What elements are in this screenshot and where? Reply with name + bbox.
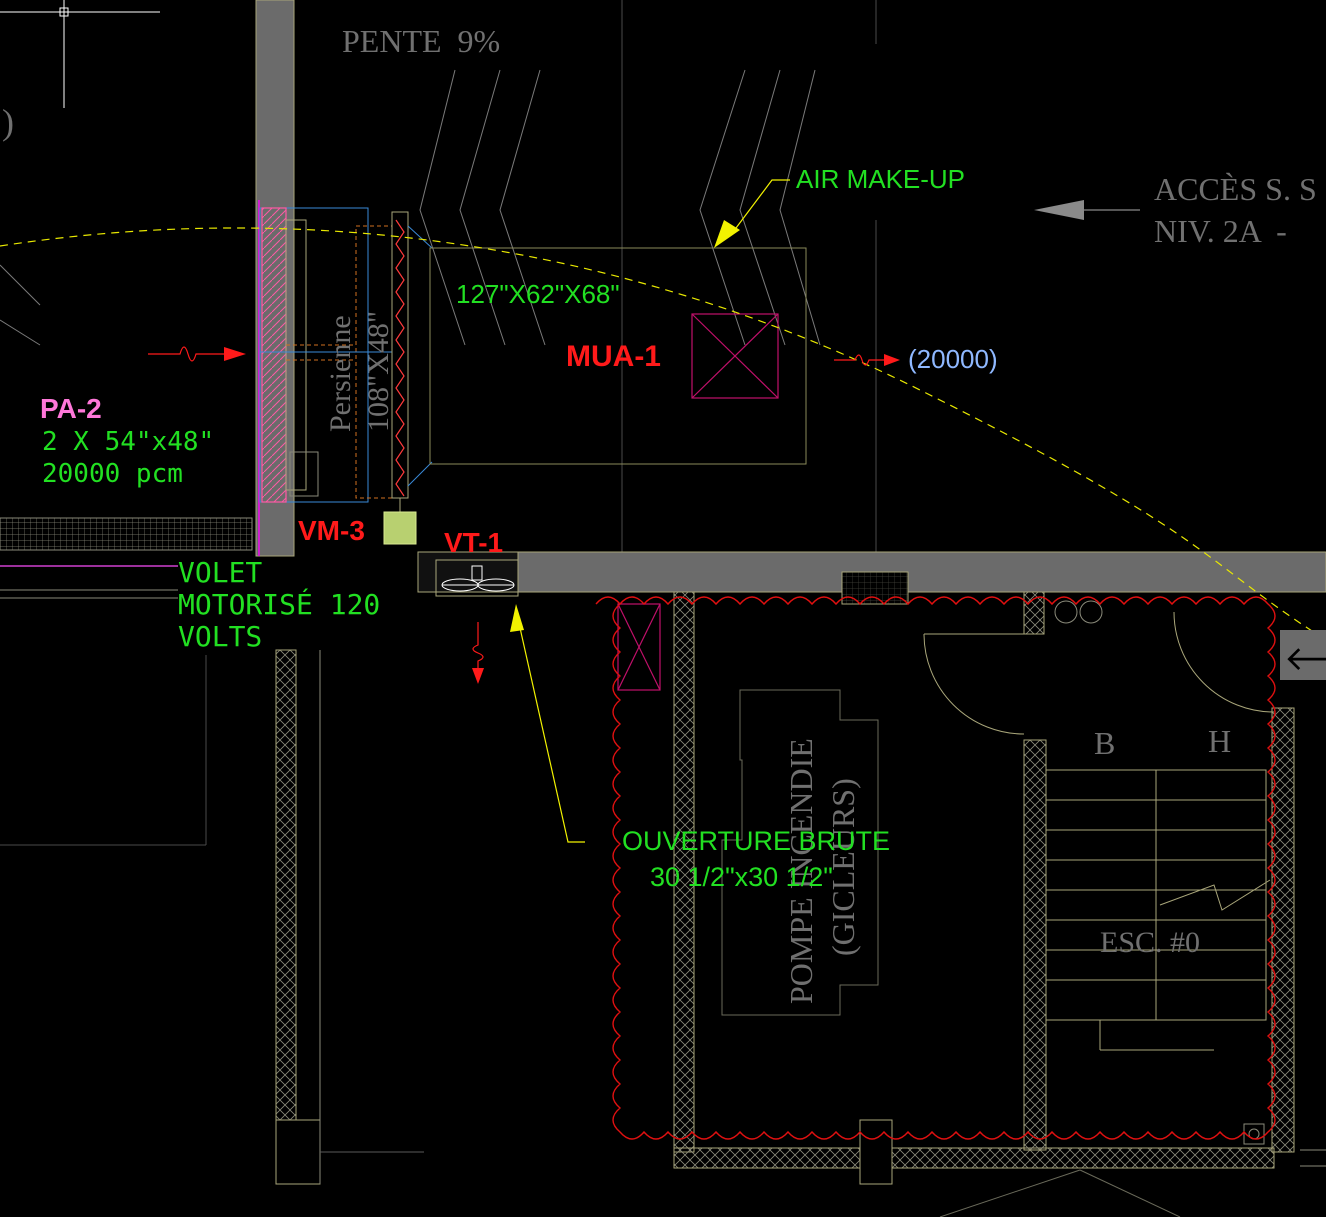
crosshair-cursor — [0, 0, 160, 108]
left-lower-wall — [0, 200, 424, 1185]
ouverture-line1: OUVERTURE BRUTE — [622, 826, 890, 856]
paren-label: ) — [2, 102, 14, 142]
vm3-label: VM-3 — [298, 515, 365, 546]
persienne-size-label: 108"X48" — [362, 311, 395, 432]
exit-arrow-icon: 🡐 — [1284, 639, 1326, 679]
acces-label-line1: ACCÈS S. S — [1154, 171, 1317, 207]
pompe-label-line2: (GICLEURS) — [825, 778, 861, 956]
esc-label: ESC. #0 — [1100, 926, 1200, 959]
flow-label: (20000) — [908, 344, 998, 374]
grid-lines — [0, 0, 877, 846]
louver-assembly — [259, 207, 433, 545]
exhaust-arrow-icon — [472, 668, 484, 684]
vt1-fan — [435, 559, 519, 597]
volet-line1: VOLET — [178, 556, 262, 589]
flow-arrow-icon — [884, 354, 900, 366]
pa2-title: PA-2 — [40, 393, 102, 424]
leader-arrowhead-icon — [714, 220, 740, 248]
acces-label-line2: NIV. 2A - — [1154, 213, 1287, 249]
vt1-label: VT-1 — [444, 527, 503, 558]
flow-arrows — [148, 346, 884, 670]
leader-arrowhead-icon — [510, 604, 524, 632]
exit-sign: 🡐 — [1280, 630, 1326, 680]
mua-label: MUA-1 — [566, 340, 661, 373]
persienne-label: Persienne — [324, 315, 357, 432]
access-arrow-icon — [1034, 200, 1140, 220]
mua-dimensions-label: 127"X62"X68" — [456, 279, 620, 309]
pente-label: PENTE 9% — [342, 23, 500, 59]
pump-room — [617, 591, 1326, 1217]
revision-cloud — [595, 596, 1276, 1140]
vm3-damper-motor — [383, 511, 417, 545]
stair-b-label: B — [1094, 725, 1115, 761]
pa2-size: 2 X 54"x48" — [42, 427, 214, 457]
slope-lines — [0, 69, 821, 346]
volet-line2: MOTORISÉ 120 — [178, 587, 380, 621]
pompe-label-line1: POMPE INCENDIE — [783, 738, 819, 1004]
horizontal-wall — [517, 551, 1326, 593]
door-swing-arc — [0, 227, 1326, 641]
mua-unit — [429, 247, 807, 465]
leaders — [515, 179, 790, 843]
stair-h-label: H — [1208, 723, 1231, 759]
air-makeup-label: AIR MAKE-UP — [796, 164, 965, 194]
staircase — [1045, 769, 1271, 1051]
supply-arrow-icon — [224, 347, 246, 361]
volet-line3: VOLTS — [178, 620, 262, 653]
pa2-flow: 20000 pcm — [42, 459, 183, 489]
ouverture-line2: 30 1/2"x30 1/2" — [650, 862, 833, 892]
